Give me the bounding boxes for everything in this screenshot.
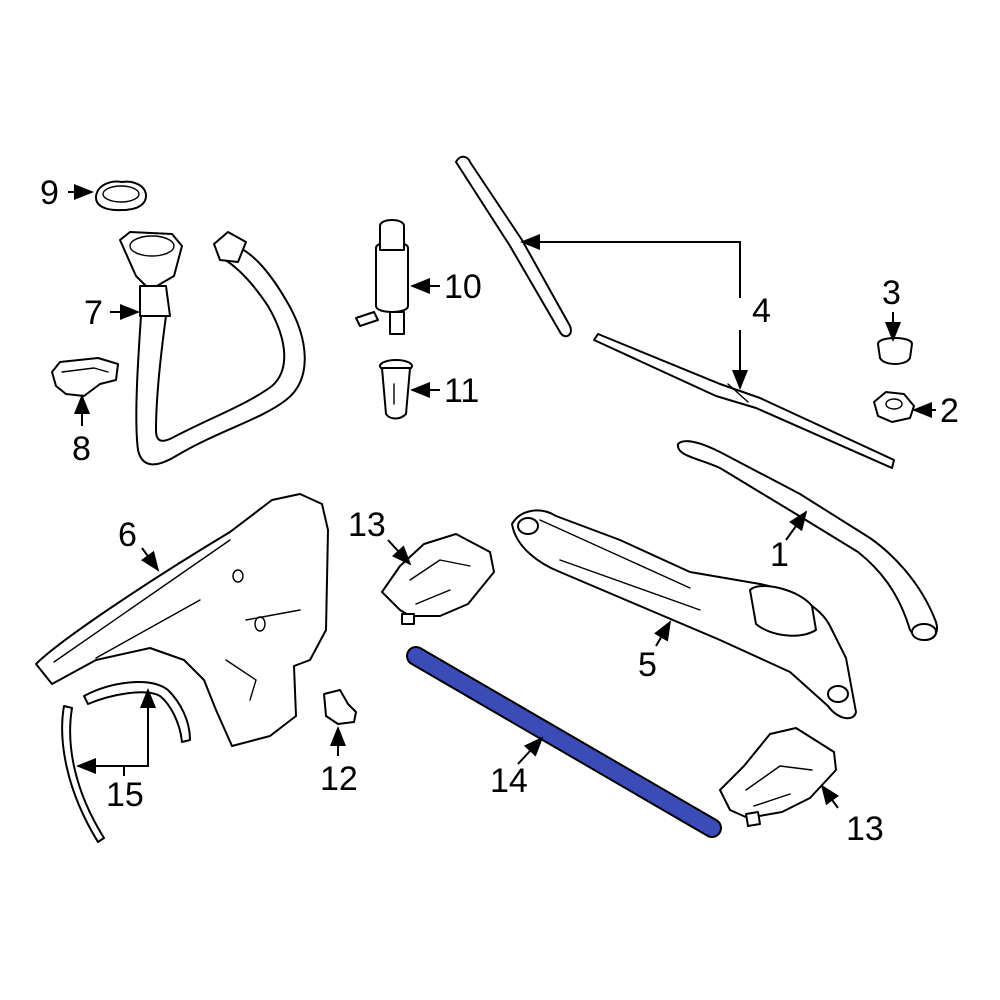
callout-10: 10 (444, 268, 482, 306)
callout-15: 15 (106, 776, 144, 814)
part-5-wiper-linkage[interactable] (511, 509, 857, 720)
part-9-seal-ring[interactable] (94, 180, 147, 212)
part-13-bracket-lower[interactable] (719, 727, 837, 827)
callout-9: 9 (40, 174, 59, 212)
callout-2: 2 (940, 392, 959, 430)
callout-1: 1 (770, 536, 789, 574)
leader-lines (68, 184, 936, 809)
part-10-washer-pump[interactable] (355, 219, 409, 335)
part-13-bracket-upper[interactable] (381, 533, 495, 625)
part-1-wiper-arm[interactable] (676, 440, 939, 641)
callout-8: 8 (72, 430, 91, 468)
part-7-filler-neck-hose[interactable] (119, 231, 306, 466)
part-3-nut-cap[interactable] (877, 337, 913, 365)
callout-14: 14 (490, 762, 528, 800)
callout-3: 3 (882, 274, 901, 312)
part-15-hoses[interactable] (61, 681, 191, 843)
part-11-grommet[interactable] (379, 359, 413, 420)
part-14-seal-strip[interactable] (406, 646, 722, 838)
callout-7: 7 (84, 294, 103, 332)
callout-6: 6 (118, 516, 137, 554)
callout-13-upper: 13 (348, 506, 386, 544)
part-6-washer-reservoir[interactable] (35, 493, 329, 747)
callout-13-lower: 13 (846, 810, 884, 848)
callout-4: 4 (752, 292, 771, 330)
callout-12: 12 (320, 760, 358, 798)
callout-11: 11 (444, 372, 479, 410)
callout-labels: 9 7 8 10 11 4 3 2 1 5 6 13 13 12 14 15 (40, 174, 959, 848)
part-4-wiper-blades[interactable] (455, 155, 895, 469)
part-2-flange-nut[interactable] (873, 391, 915, 423)
part-12-small-clip[interactable] (323, 689, 357, 725)
callout-5: 5 (638, 646, 657, 684)
part-8-clip[interactable] (51, 357, 119, 397)
